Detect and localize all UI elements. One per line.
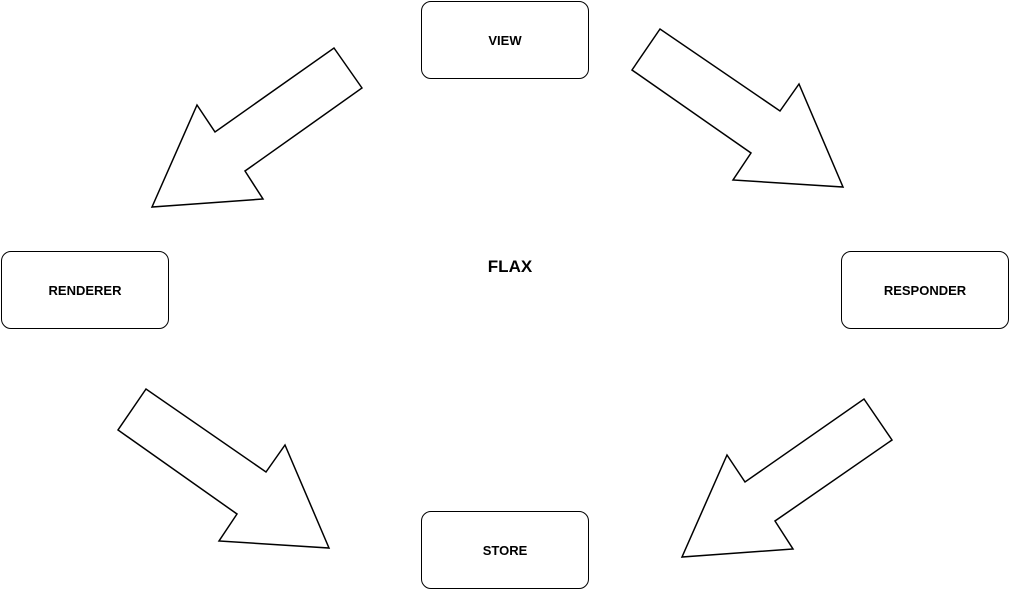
- view-node: VIEW: [421, 1, 589, 79]
- store-label: STORE: [482, 542, 528, 558]
- view-label: VIEW: [488, 32, 522, 48]
- store-node: STORE: [421, 511, 589, 589]
- arrow-view-to-renderer: [150, 46, 364, 208]
- arrow-view-to-responder: [630, 27, 845, 188]
- arrow-responder-to-store: [680, 397, 894, 558]
- responder-label: RESPONDER: [883, 282, 967, 298]
- arrow-renderer-to-store: [116, 387, 331, 549]
- diagram-title: FLAX: [487, 257, 533, 276]
- responder-node: RESPONDER: [841, 251, 1009, 329]
- renderer-label: RENDERER: [48, 282, 122, 298]
- renderer-node: RENDERER: [1, 251, 169, 329]
